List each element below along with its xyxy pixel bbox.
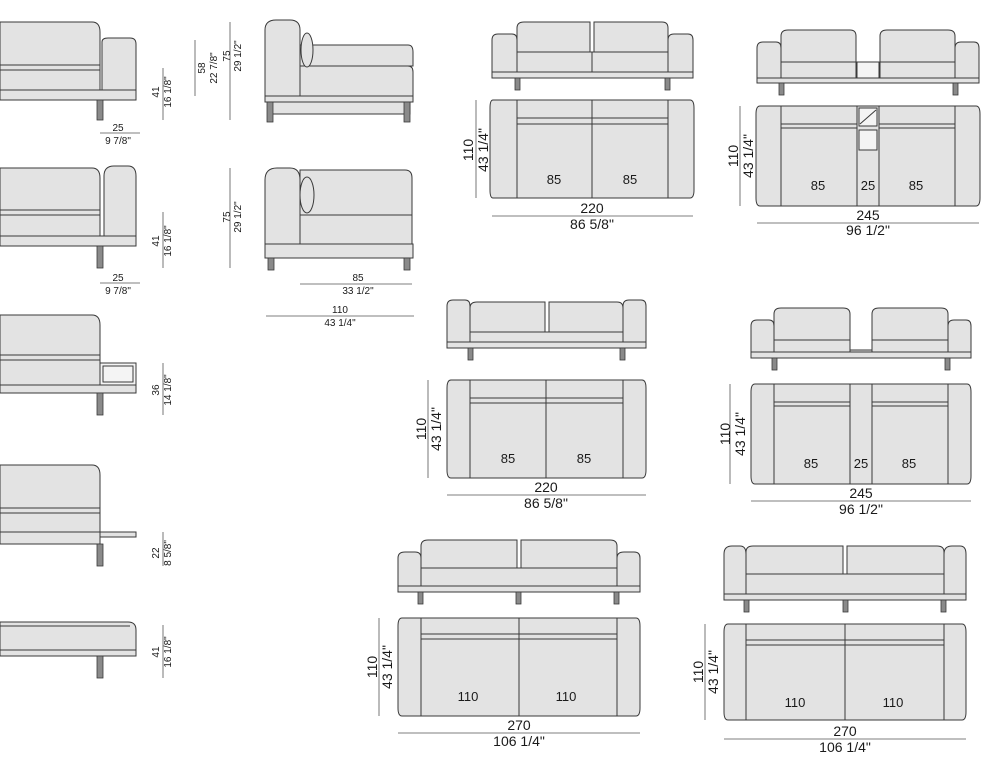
sofa4-width-cm: 245 <box>849 485 873 501</box>
left1-height-in: 16 1/8" <box>163 76 174 108</box>
left1-width-cm: 25 <box>112 123 124 134</box>
sofa2-seat-3: 85 <box>909 178 923 193</box>
sofa4-seat-1: 85 <box>804 456 818 471</box>
left4-height-cm: 22 <box>151 547 162 559</box>
corner-top-height-in: 29 1/2" <box>233 40 244 72</box>
corner-top-height-cm: 75 <box>222 50 233 62</box>
sofa5-depth-cm: 110 <box>364 656 380 679</box>
left1-width-in: 9 7/8" <box>105 136 131 147</box>
sofa2-seat-2: 25 <box>861 178 875 193</box>
sofa-270-bottom-left: 110 110 110 43 1/4" 270 106 1/4" <box>364 539 641 749</box>
corner-module-top: 58 22 7/8" 75 29 1/2" <box>194 19 414 123</box>
sofa3-seat-2: 85 <box>577 451 591 466</box>
sofa3-width-in: 86 5/8" <box>524 495 568 511</box>
sofa-270-bottom-right: 110 110 110 43 1/4" 270 106 1/4" <box>690 545 967 755</box>
sofa4-width-in: 96 1/2" <box>839 501 883 517</box>
sofa5-seat-1: 110 <box>458 689 479 704</box>
corner-width110-in: 43 1/4" <box>324 318 356 329</box>
left5-height-cm: 41 <box>151 646 162 658</box>
sofa-245-top: 85 25 85 110 43 1/4" 245 96 1/2" <box>725 29 981 238</box>
sofa4-seat-2: 25 <box>854 456 868 471</box>
sofa1-width-in: 86 5/8" <box>570 216 614 232</box>
sofa6-seat-1: 110 <box>785 695 806 710</box>
left-module-2: 25 9 7/8" 41 16 1/8" <box>0 165 174 297</box>
sofa3-seat-1: 85 <box>501 451 515 466</box>
sofa1-width-cm: 220 <box>580 200 604 216</box>
sofa5-depth-in: 43 1/4" <box>379 645 395 689</box>
sofa5-width-cm: 270 <box>507 717 531 733</box>
sofa1-depth-in: 43 1/4" <box>475 128 491 172</box>
left1-height-cm: 41 <box>151 86 162 98</box>
sofa-220-middle: 85 85 110 43 1/4" 220 86 5/8" <box>413 299 647 511</box>
left-module-5: 41 16 1/8" <box>0 621 174 679</box>
sofa-220-top: 85 85 110 43 1/4" 220 86 5/8" <box>460 21 695 232</box>
corner-width85-cm: 85 <box>352 273 364 284</box>
corner-module-bottom: 75 29 1/2" 85 33 1/2" 110 43 1/4" <box>222 167 414 329</box>
sofa1-seat-2: 85 <box>623 172 637 187</box>
left-module-1: 25 9 7/8" 41 16 1/8" <box>0 21 174 147</box>
sofa6-seat-2: 110 <box>883 695 904 710</box>
sofa3-width-cm: 220 <box>534 479 558 495</box>
corner-width85-in: 33 1/2" <box>342 286 374 297</box>
corner-bottom-height-cm: 75 <box>222 211 233 223</box>
sofa4-seat-3: 85 <box>902 456 916 471</box>
sofa6-width-in: 106 1/4" <box>819 739 871 755</box>
left2-width-cm: 25 <box>112 273 124 284</box>
sofa2-depth-cm: 110 <box>725 145 741 168</box>
corner-bottom-height-in: 29 1/2" <box>233 201 244 233</box>
left-module-3: 36 14 1/8" <box>0 314 174 416</box>
sofa5-width-in: 106 1/4" <box>493 733 545 749</box>
sofa6-depth-in: 43 1/4" <box>705 650 721 694</box>
left5-height-in: 16 1/8" <box>163 636 174 668</box>
sofa5-seat-2: 110 <box>556 689 577 704</box>
sofa6-width-cm: 270 <box>833 723 857 739</box>
left3-height-cm: 36 <box>151 384 162 396</box>
corner-width110-cm: 110 <box>332 305 348 316</box>
left2-width-in: 9 7/8" <box>105 286 131 297</box>
left4-height-in: 8 5/8" <box>163 540 174 566</box>
left3-height-in: 14 1/8" <box>163 374 174 406</box>
sofa2-width-cm: 245 <box>856 207 880 223</box>
sofa2-width-in: 96 1/2" <box>846 222 890 238</box>
sofa-245-middle: 85 25 85 110 43 1/4" 245 96 1/2" <box>717 307 972 517</box>
sofa2-seat-1: 85 <box>811 178 825 193</box>
sofa3-depth-in: 43 1/4" <box>428 407 444 451</box>
sofa1-depth-cm: 110 <box>460 139 476 162</box>
sofa6-depth-cm: 110 <box>690 661 706 684</box>
left2-height-cm: 41 <box>151 235 162 247</box>
sofa1-seat-1: 85 <box>547 172 561 187</box>
sofa2-depth-in: 43 1/4" <box>740 134 756 178</box>
left2-height-in: 16 1/8" <box>163 225 174 257</box>
corner-back-cm: 58 <box>197 62 208 74</box>
sofa3-depth-cm: 110 <box>413 418 429 441</box>
sofa4-depth-in: 43 1/4" <box>732 412 748 456</box>
sofa4-depth-cm: 110 <box>717 423 733 446</box>
left-module-4: 22 8 5/8" <box>0 464 174 567</box>
corner-back-in: 22 7/8" <box>209 52 220 84</box>
